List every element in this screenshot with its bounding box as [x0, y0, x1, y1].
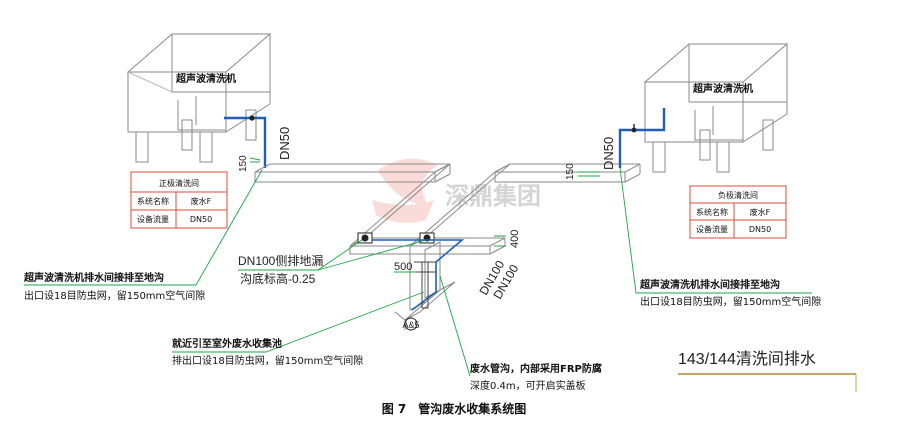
center-note-line-1: DN100侧排地漏 — [238, 254, 323, 268]
left-dn50-label: DN50 — [277, 127, 292, 160]
right-machine — [643, 43, 789, 173]
right-table-value-2: DN50 — [749, 225, 771, 234]
right-table-title: 负极清洗间 — [718, 190, 758, 200]
left-table-value-2: DN50 — [190, 215, 212, 224]
gap400-label: 400 — [509, 230, 521, 248]
left-note-line-2: 出口设18目防虫网，留150mm空气间隙 — [24, 289, 205, 302]
lower-right-note-line-1: 废水管沟，内部采用FRP防腐 — [470, 362, 602, 375]
leader-lines — [24, 167, 812, 377]
right-note-line-1: 超声波清洗机排水间接排至地沟 — [639, 278, 780, 291]
vertical-riser — [414, 261, 436, 309]
left-gap150-label: 150 — [238, 155, 249, 172]
left-gap-marker — [249, 157, 261, 163]
right-table-value-1: 废水F — [750, 207, 771, 217]
left-drain-pipe — [224, 115, 267, 168]
left-table-title: 正极清洗间 — [159, 178, 199, 188]
right-table-label-1: 系统名称 — [696, 207, 728, 217]
left-table-value-1: 废水F — [191, 196, 212, 206]
right-drain-pipe — [618, 108, 666, 168]
left-info-table: 正极清洗间 系统名称 废水F 设备流量 DN50 — [130, 171, 228, 229]
watermark: 深鼎集团 — [372, 158, 541, 224]
figure-caption: 图 7 管沟废水收集系统图 — [0, 400, 908, 417]
right-machine-title: 超声波清洗机 — [692, 82, 753, 95]
node-label: A&5 — [402, 320, 419, 330]
watermark-text: 深鼎集团 — [445, 182, 541, 210]
left-table-label-2: 设备流量 — [137, 214, 169, 224]
trench-pipe — [372, 239, 465, 311]
right-gap150-label: 150 — [565, 163, 576, 180]
floor-drain-1 — [357, 232, 373, 244]
room-title: 143/144清洗间排水 — [678, 350, 816, 368]
left-machine-title: 超声波清洗机 — [175, 72, 236, 85]
left-machine — [126, 33, 272, 163]
lower-left-note-line-1: 就近引至室外废水收集池 — [172, 337, 282, 350]
figure-number: 图 7 — [381, 402, 407, 416]
gap400-marker — [494, 235, 506, 247]
center-note-line-2: 沟底标高-0.25 — [240, 271, 316, 286]
left-note-line-1: 超声波清洗机排水间接排至地沟 — [23, 271, 164, 284]
right-table-label-2: 设备流量 — [696, 224, 728, 234]
left-table-label-1: 系统名称 — [137, 196, 169, 206]
right-dn50-label: DN50 — [601, 137, 616, 170]
gap500-label: 500 — [394, 261, 412, 273]
figure-title: 管沟废水收集系统图 — [418, 402, 527, 416]
right-note-line-2: 出口设18目防虫网，留150mm空气间隙 — [640, 295, 821, 308]
right-gap-marker — [578, 171, 600, 177]
lower-left-note-line-2: 排出口设18目防虫网，留150mm空气间隙 — [172, 354, 363, 367]
right-info-table: 负极清洗间 系统名称 废水F 设备流量 DN50 — [689, 185, 787, 239]
node-circle — [404, 317, 418, 331]
lower-right-note-line-2: 深度0.4m，可开启实盖板 — [470, 379, 586, 392]
